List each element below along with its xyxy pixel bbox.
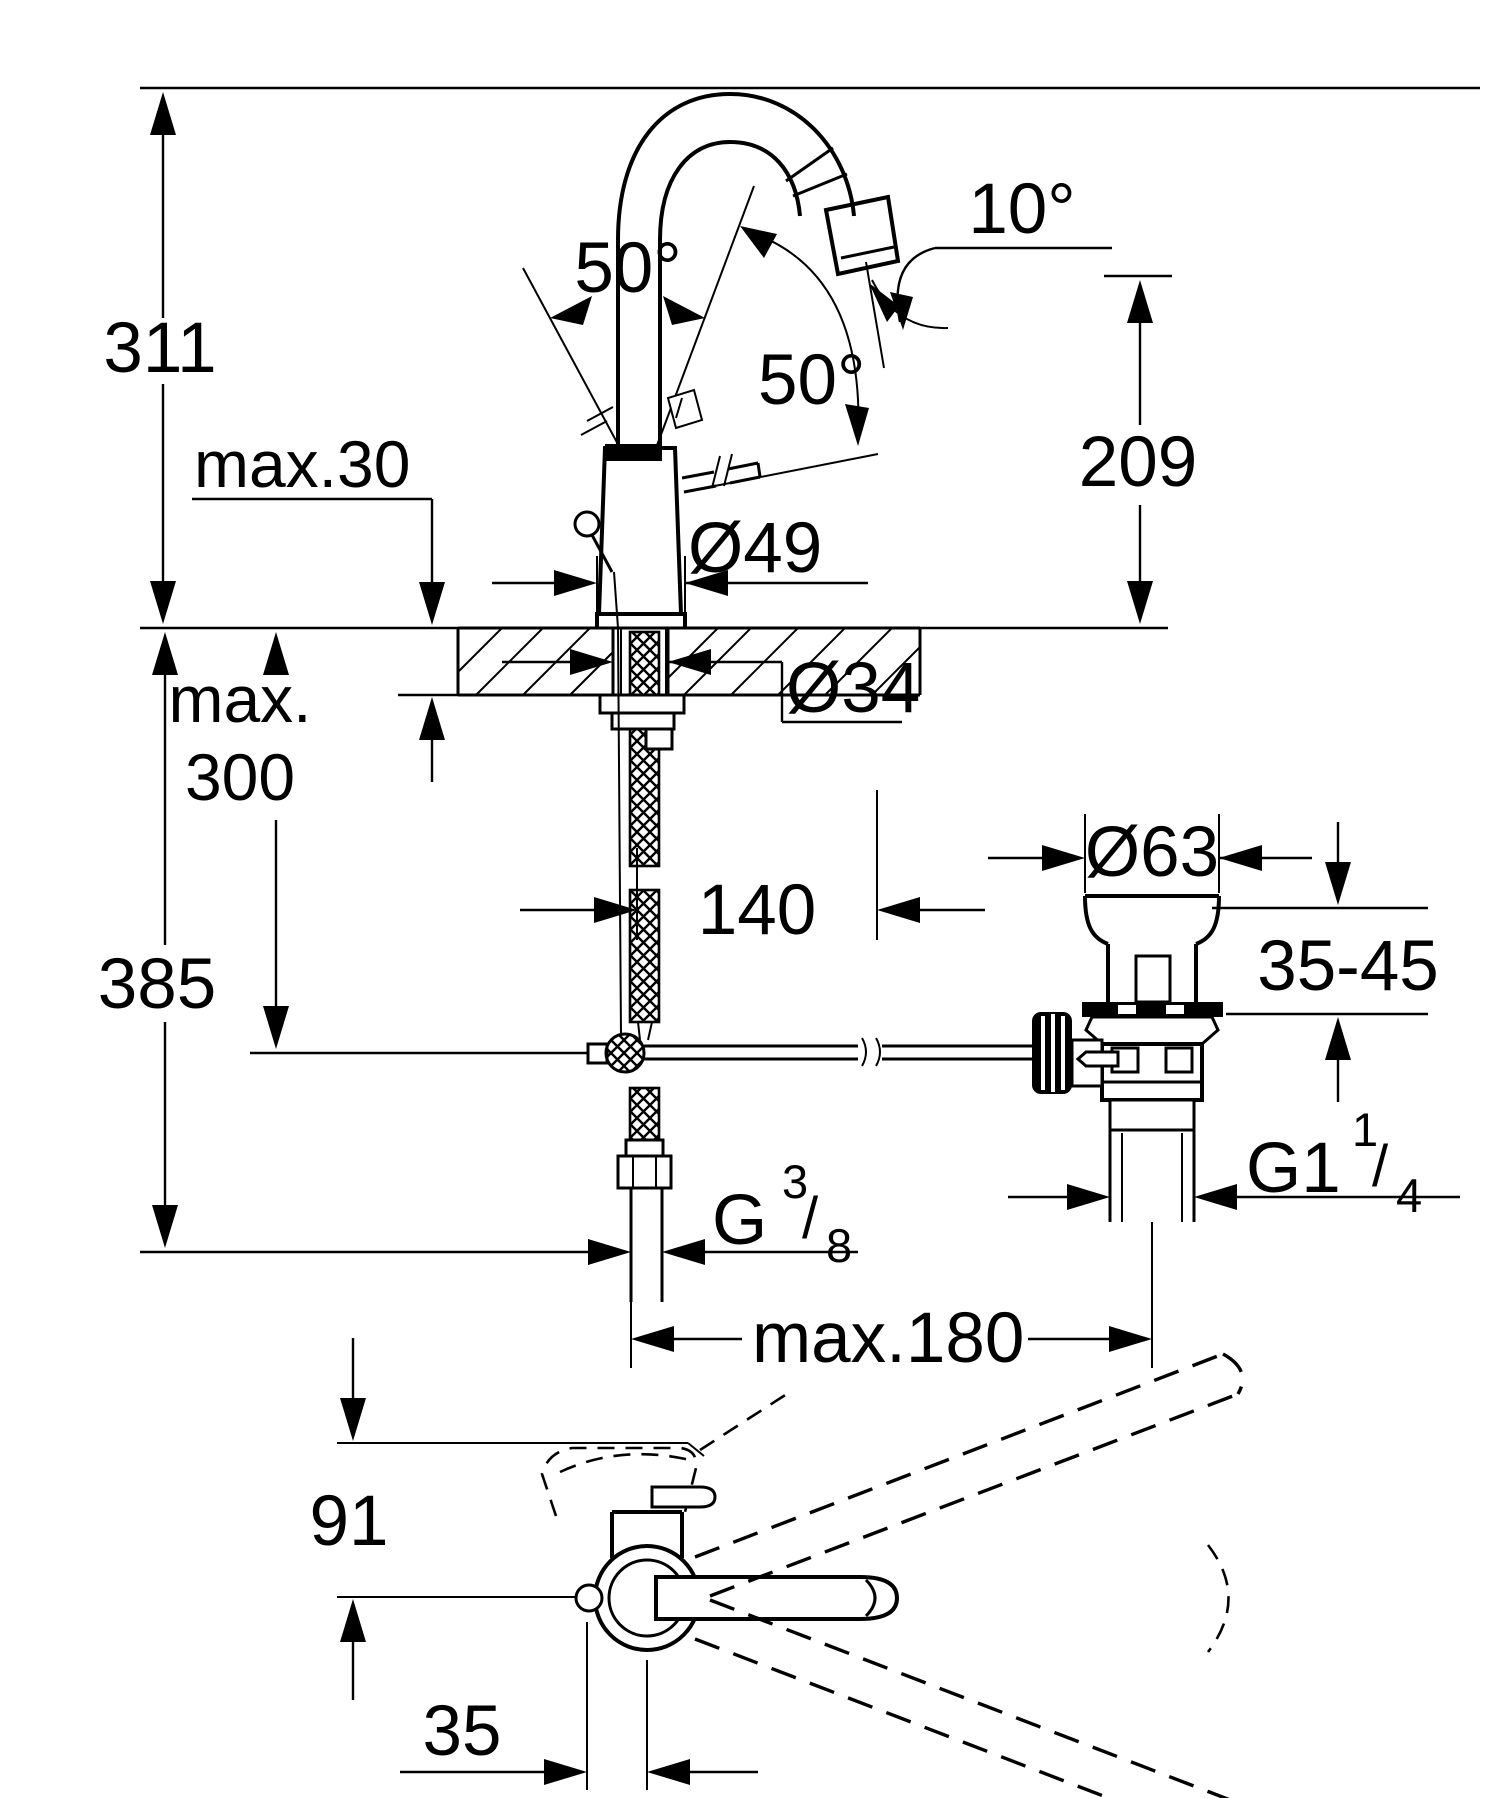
pop-up-knob xyxy=(573,510,601,538)
label-topview-offset: 35 xyxy=(423,1692,502,1771)
topview-spout-swivel xyxy=(694,1352,1245,1798)
dim-topview-offset: 35 xyxy=(400,1622,758,1790)
dim-supply-thread: G 3 / 8 xyxy=(140,1155,858,1272)
topview-popup-knob xyxy=(574,1583,604,1613)
label-spout-angle: 10° xyxy=(968,170,1075,249)
dim-base-diameter: Ø49 xyxy=(492,509,868,612)
label-hose-length-word: max. xyxy=(168,662,311,736)
label-waste-diameter: Ø63 xyxy=(1085,813,1219,892)
angle-lever-tilt: 50° xyxy=(740,226,869,446)
dim-hole-diameter: Ø34 xyxy=(502,649,920,728)
cartridge-cap xyxy=(605,444,662,461)
dim-drain-thread: G1 1 / 4 xyxy=(1008,1103,1460,1222)
label-hose-length-value: 300 xyxy=(185,740,295,814)
dim-topview-depth: 91 xyxy=(310,1338,389,1700)
faucet xyxy=(522,91,901,628)
topview-handle xyxy=(540,1388,794,1517)
label-lever-swing: 50° xyxy=(574,229,681,308)
spout-inner-curve xyxy=(658,139,802,241)
spout-outlet xyxy=(823,194,901,277)
dim-waste-diameter: Ø63 xyxy=(988,813,1312,893)
label-overall-height: 311 xyxy=(103,309,216,388)
dim-deck-thickness: max.30 xyxy=(192,427,458,782)
angle-lever-swing: 50° xyxy=(550,229,705,325)
label-topview-depth: 91 xyxy=(310,1482,389,1561)
label-clamping-range: 35-45 xyxy=(1257,927,1439,1006)
side-view: 311 max.30 max. 300 385 xyxy=(98,86,1480,1378)
dim-overall-depth: 385 xyxy=(98,632,216,1248)
dim-overall-height: 311 xyxy=(103,92,217,624)
label-overall-depth: 385 xyxy=(98,945,216,1024)
dim-clamping-range: 35-45 xyxy=(1212,822,1439,1102)
spout-outer-curve xyxy=(616,91,856,241)
label-max-center-distance: max.180 xyxy=(752,1299,1024,1378)
hose-segment-3 xyxy=(628,1086,661,1142)
handle-pin xyxy=(650,1485,717,1509)
dim-hose-length: max. 300 xyxy=(168,632,596,1055)
label-spout-reach: 140 xyxy=(698,871,816,950)
counter-section xyxy=(140,626,1168,697)
angle-spout-outlet: 10° xyxy=(869,170,1112,330)
label-drain-thread: G1 1 / 4 xyxy=(1246,1103,1422,1222)
top-view: 91 xyxy=(310,1338,1245,1798)
pop-up-rod xyxy=(548,571,1034,1074)
lever-lowered xyxy=(681,453,879,494)
nut-tab xyxy=(644,727,674,751)
rod-pivot-ball xyxy=(604,1032,646,1074)
topview-spout xyxy=(654,1575,900,1621)
label-spout-height: 209 xyxy=(1079,423,1197,502)
dim-spout-reach: 140 xyxy=(520,790,985,950)
dim-spout-height: 209 xyxy=(1079,274,1197,624)
hose-ferrule xyxy=(624,1138,665,1158)
mounting-washer xyxy=(598,693,686,715)
base-flange xyxy=(595,612,687,628)
supply-hose xyxy=(598,628,686,1368)
label-lever-tilt: 50° xyxy=(758,341,865,420)
waste-seal-washer xyxy=(1082,1002,1223,1017)
drain-assembly xyxy=(1032,894,1223,1368)
hose-segment-2 xyxy=(628,888,661,1024)
faucet-body xyxy=(596,446,684,616)
label-hole-diameter: Ø34 xyxy=(786,649,920,728)
mounting-nut xyxy=(610,711,676,731)
label-deck-thickness: max.30 xyxy=(194,427,410,501)
lever-positions xyxy=(522,185,755,449)
connector-nut xyxy=(616,1154,673,1190)
dim-max-center-distance: max.180 xyxy=(631,1299,1152,1378)
label-base-diameter: Ø49 xyxy=(688,509,822,588)
label-supply-thread: G 3 / 8 xyxy=(712,1155,852,1272)
